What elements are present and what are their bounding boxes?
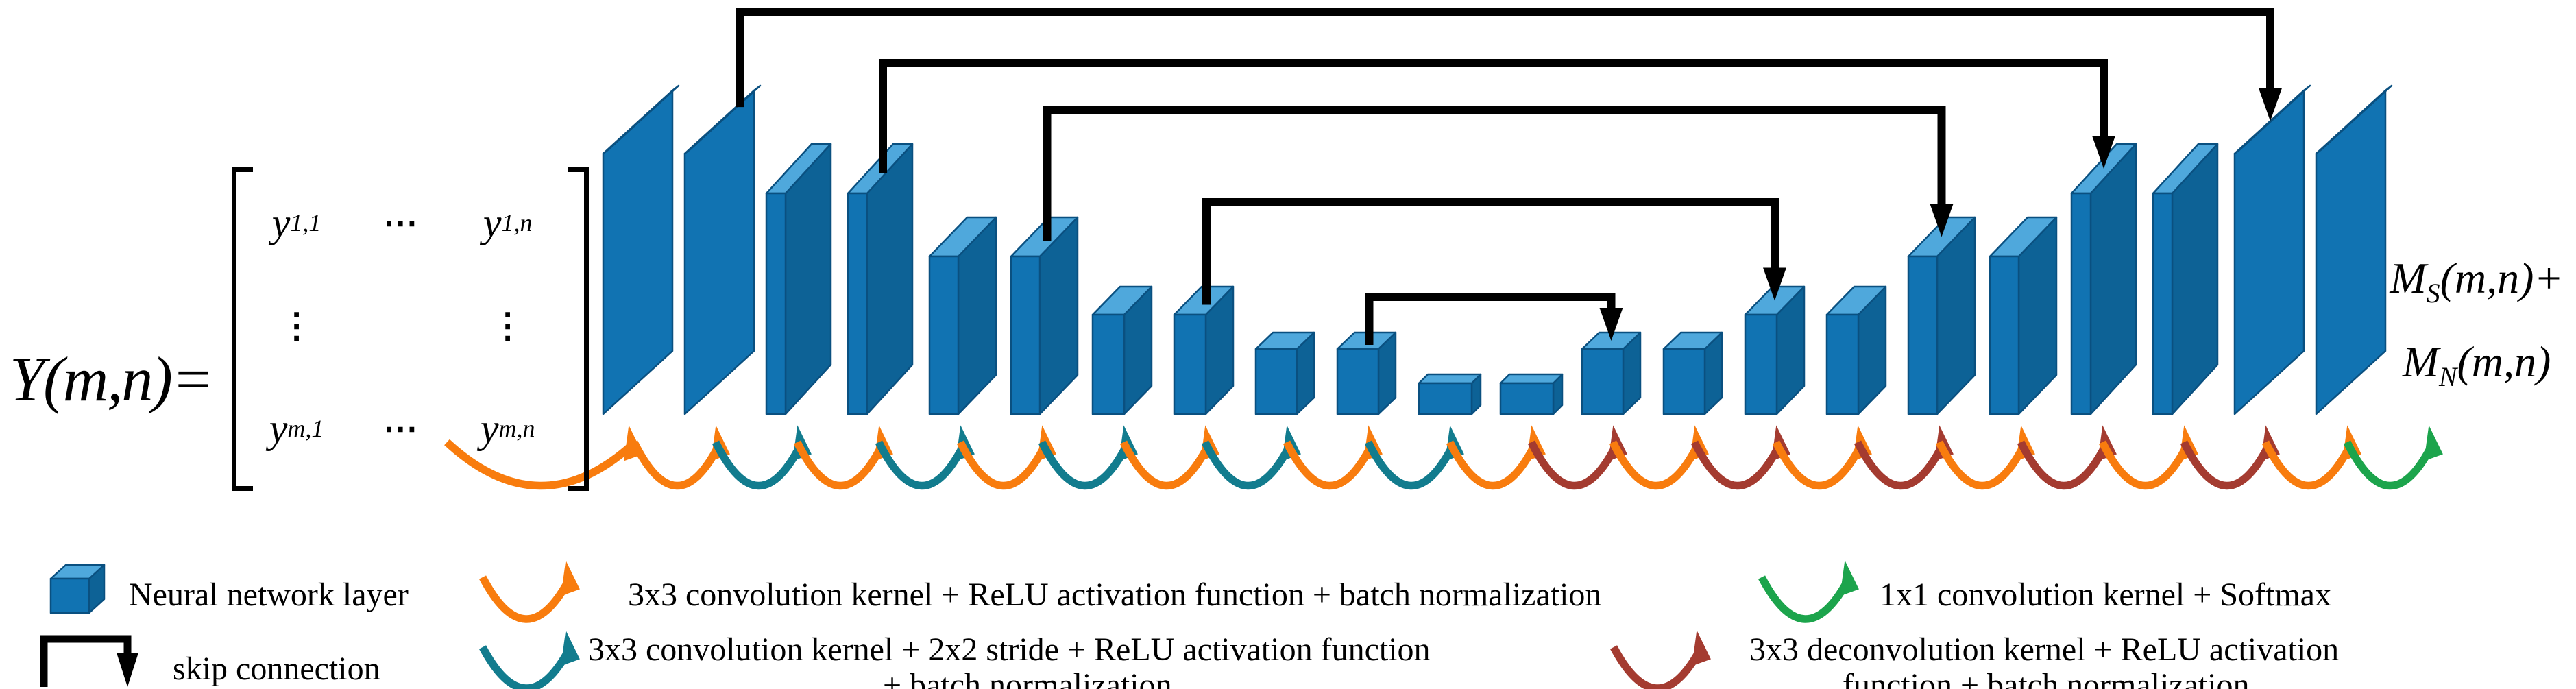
conv-arrow: [1283, 440, 1376, 490]
neural-layer-block: [1418, 382, 1473, 415]
skip-connection-arrowhead: [1599, 308, 1623, 341]
legend-softmax-arrow-icon-head: [1840, 560, 1859, 596]
legend-label-stride-line1: 3x3 convolution kernel + 2x2 stride + Re…: [588, 631, 1431, 668]
matrix-bracket-right: [568, 167, 589, 491]
legend-label-conv: 3x3 convolution kernel + ReLU activation…: [628, 577, 1602, 613]
neural-layer-block-top: [2315, 84, 2393, 155]
neural-layer-block-top: [2233, 84, 2311, 155]
skip-connection-line: [736, 8, 2274, 108]
neural-layer-block: [1010, 255, 1041, 415]
conv-arrow: [2261, 440, 2355, 490]
output-formula: MS(m,n)+ MN(m,n): [2377, 244, 2576, 411]
neural-layer-block: [1499, 382, 1555, 415]
conv-arrow: [793, 440, 886, 490]
neural-layer-block: [2152, 192, 2174, 415]
legend-neural-layer-icon: [49, 577, 90, 614]
legend-deconv-arrow-icon-head: [1692, 630, 1711, 666]
skip-connection-line: [1365, 293, 1616, 345]
neural-layer-block-top: [1499, 373, 1564, 385]
legend-conv-arrow-icon: [478, 575, 573, 623]
skip-connection-arrowhead: [2092, 136, 2115, 169]
legend-softmax-arrow-icon: [1758, 575, 1852, 623]
stride-conv-arrow: [1038, 440, 1131, 490]
conv-arrow: [1772, 440, 1865, 490]
matrix-vdots: ⋮: [490, 306, 525, 345]
skip-connection-arrowhead: [2259, 88, 2282, 121]
conv-arrow: [1119, 440, 1213, 490]
legend-stride-conv-arrow-icon: [478, 645, 573, 689]
legend-label-stride-line2: + batch normalization: [883, 667, 1172, 689]
matrix-cdots: ⋯: [383, 409, 418, 448]
deconv-arrow: [2180, 440, 2273, 490]
legend-label-neural-layer: Neural network layer: [129, 577, 409, 613]
neural-layer-block: [602, 89, 674, 415]
conv-arrow: [1446, 440, 1539, 490]
neural-layer-block: [683, 89, 755, 415]
legend-conv-arrow-icon-head: [561, 560, 580, 596]
neural-layer-block: [2315, 89, 2387, 415]
skip-connection-line: [1202, 198, 1779, 305]
skip-connection-line: [1043, 106, 1946, 241]
neural-layer-block: [1662, 348, 1706, 415]
conv-arrow: [630, 440, 723, 490]
softmax-arrow-head: [2424, 425, 2443, 461]
matrix-vdots: ⋮: [279, 306, 314, 345]
deconv-arrow: [1854, 440, 1947, 490]
matrix-cdots: ⋯: [383, 204, 418, 242]
legend-label-skip: skip connection: [173, 651, 380, 687]
legend-stride-conv-arrow-icon-head: [561, 630, 580, 666]
legend-label-deconv-line2: function + batch normalization: [1843, 667, 2250, 689]
conv-arrow: [2098, 440, 2191, 490]
neural-layer-block: [1744, 313, 1778, 415]
neural-layer-block: [1989, 255, 2020, 415]
neural-layer-block-top: [1418, 373, 1482, 385]
stride-conv-arrow: [712, 440, 805, 490]
conv-arrow: [956, 440, 1049, 490]
neural-layer-block: [928, 255, 960, 415]
skip-connection-line: [879, 59, 2108, 173]
stride-conv-arrow: [1364, 440, 1457, 490]
neural-layer-block: [2233, 89, 2305, 415]
neural-layer-block: [1091, 313, 1126, 415]
neural-layer-block: [1336, 348, 1380, 415]
stride-conv-arrow: [1201, 440, 1294, 490]
stride-conv-arrow: [875, 440, 968, 490]
neural-layer-block: [1907, 255, 1939, 415]
neural-layer-block: [2070, 192, 2092, 415]
skip-connection-arrowhead: [1763, 267, 1786, 301]
conv-arrow: [444, 439, 635, 490]
legend-label-softmax: 1x1 convolution kernel + Softmax: [1880, 577, 2331, 613]
conv-arrow: [1609, 440, 1702, 490]
neural-layer-block: [847, 192, 868, 415]
deconv-arrow: [2017, 440, 2110, 490]
neural-layer-block: [1825, 313, 1860, 415]
neural-layer-block: [765, 192, 787, 415]
legend-skip-connection-icon: [40, 635, 132, 687]
deconv-arrow: [1690, 440, 1784, 490]
legend-skip-connection-icon: [117, 653, 138, 687]
input-formula: Y(m,n)=: [10, 344, 214, 414]
output-line-1: MS(m,n)+: [2390, 254, 2564, 309]
output-line-2: MN(m,n): [2402, 337, 2551, 392]
neural-layer-block: [1254, 348, 1298, 415]
matrix-bracket-left: [232, 167, 253, 491]
legend-deconv-arrow-icon: [1609, 645, 1704, 689]
softmax-arrow: [2343, 440, 2436, 490]
deconv-arrow: [1527, 440, 1620, 490]
neural-layer-block: [1581, 348, 1625, 415]
skip-connection-arrowhead: [1930, 204, 1954, 237]
legend-label-deconv-line1: 3x3 deconvolution kernel + ReLU activati…: [1749, 631, 2340, 668]
conv-arrow: [1935, 440, 2028, 490]
neural-layer-block: [1173, 313, 1207, 415]
neural-layer-block-top: [602, 84, 680, 155]
